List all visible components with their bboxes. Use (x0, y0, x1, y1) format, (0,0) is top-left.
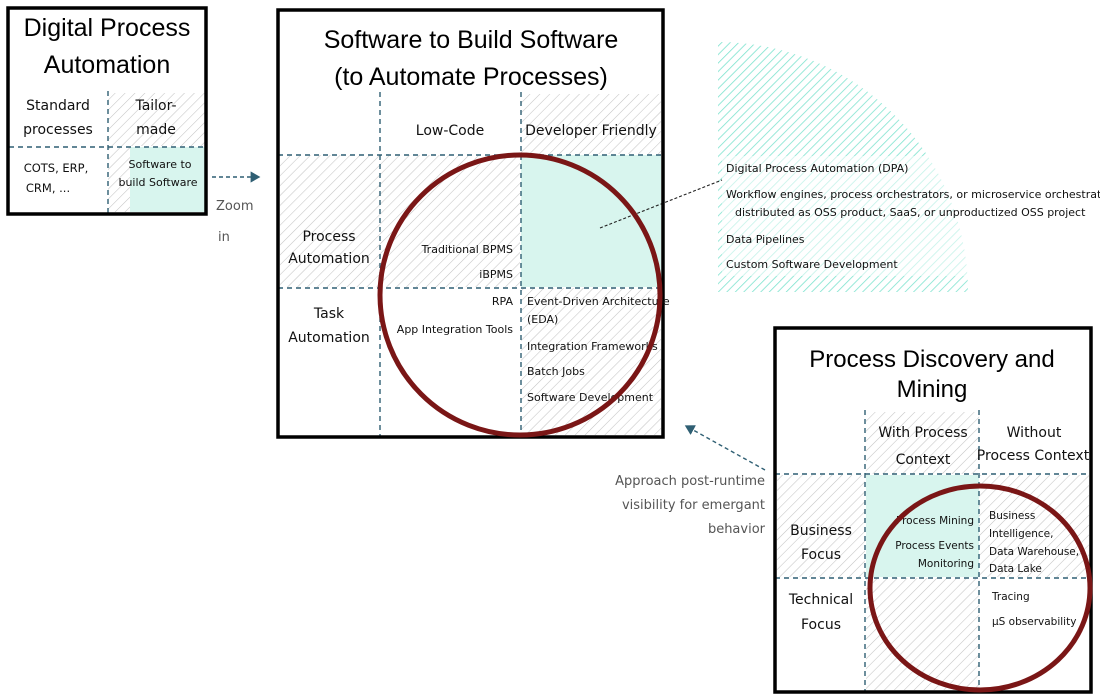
zoom-label-line1: Zoom (216, 199, 253, 214)
fan-item-dpa: Digital Process Automation (DPA) (726, 162, 908, 175)
col-developer-friendly: Developer Friendly (525, 123, 657, 139)
item-monitoring: Monitoring (918, 558, 974, 570)
col-without-context-line2: Process Context (977, 448, 1090, 464)
dpa-fan: Digital Process Automation (DPA) Workflo… (718, 42, 1100, 292)
approach-note-line3: behavior (708, 522, 766, 537)
row-process-line1: Process (302, 229, 355, 245)
fan-item-custom: Custom Software Development (726, 258, 898, 271)
row-business-line2: Focus (801, 547, 841, 563)
item-integration-frameworks: Integration Frameworks (527, 340, 658, 353)
item-process-mining: Process Mining (896, 515, 974, 527)
fan-item-workflow: Workflow engines, process orchestrators,… (726, 188, 1100, 201)
row-technical-line1: Technical (788, 592, 853, 608)
fan-item-pipelines: Data Pipelines (726, 233, 805, 246)
main-title-line2: (to Automate Processes) (334, 63, 608, 91)
without-business-hatch (979, 475, 1089, 577)
dpa-cell-hatch (108, 147, 130, 212)
item-eda: Event-Driven Architecture (527, 295, 670, 308)
dpa-box-frame (6, 6, 208, 216)
item-intelligence: Intelligence, (989, 528, 1053, 540)
dpa-title-line1: Digital Process (24, 14, 191, 42)
item-process-events: Process Events (895, 540, 974, 552)
approach-note-line2: visibility for emergant (622, 498, 765, 513)
item-traditional-bpms: Traditional BPMS (421, 243, 513, 256)
row-process-line2: Automation (288, 251, 370, 267)
mining-box: Process Discovery and Mining With Proces… (773, 326, 1093, 694)
dpa-cell-cots-line2: CRM, ... (26, 181, 70, 195)
dpa-col-standard-line2: processes (23, 122, 93, 138)
dpa-tailor-cell-fill (130, 147, 206, 212)
with-technical-hatch (866, 578, 979, 690)
dpa-col-tailor-line1: Tailor- (134, 98, 176, 114)
col-with-context-line2: Context (896, 452, 951, 468)
item-eda-abbrev: (EDA) (527, 313, 558, 326)
dpa-col-standard-line1: Standard (26, 98, 90, 114)
fan-connector-line (599, 179, 723, 229)
with-header-hatch (866, 412, 979, 474)
dpa-cell-software-line1: Software to (128, 158, 191, 171)
col-with-context-line1: With Process (878, 425, 967, 441)
row-business-line1: Business (790, 523, 852, 539)
item-batch-jobs: Batch Jobs (527, 365, 585, 378)
row-technical-line2: Focus (801, 617, 841, 633)
item-tracing: Tracing (991, 591, 1030, 603)
item-business: Business (989, 510, 1035, 522)
business-row-hatch (777, 475, 865, 577)
item-software-development: Software Development (527, 391, 654, 404)
mining-box-frame (773, 326, 1093, 694)
main-title-line1: Software to Build Software (324, 26, 619, 54)
dpa-tailor-header-hatch (108, 93, 205, 146)
dpa-cell-software-line2: build Software (118, 176, 197, 189)
row-task-line2: Automation (288, 330, 370, 346)
approach-arrow (684, 425, 766, 471)
dpa-box: Digital Process Automation Standard proc… (6, 6, 208, 216)
col-without-context-line1: Without (1007, 425, 1062, 441)
main-box-frame (276, 8, 665, 439)
dpa-cell-cots-line1: COTS, ERP, (24, 161, 89, 175)
approach-note-line1: Approach post-runtime (615, 474, 765, 489)
item-ibpms: iBPMS (479, 268, 513, 281)
row-task-line1: Task (313, 306, 345, 322)
item-data-warehouse: Data Warehouse, (989, 546, 1079, 558)
item-us-observability: µS observability (992, 616, 1076, 628)
fan-text-backdrop (722, 156, 1090, 276)
mining-title-line2: Mining (897, 376, 968, 403)
item-rpa: RPA (492, 295, 514, 308)
dev-header-hatch (521, 94, 661, 154)
item-data-lake: Data Lake (989, 563, 1042, 575)
with-business-cell-fill (866, 475, 979, 577)
mining-title-line1: Process Discovery and (809, 346, 1054, 373)
dpa-title-line2: Automation (44, 51, 170, 79)
zoom-label-line2: in (218, 230, 230, 245)
col-low-code: Low-Code (416, 123, 484, 139)
main-focus-circle (377, 152, 663, 438)
fan-item-distributed: distributed as OSS product, SaaS, or unp… (735, 206, 1086, 219)
item-app-integration: App Integration Tools (397, 323, 513, 336)
dpa-col-tailor-line2: made (136, 122, 176, 138)
main-box: Software to Build Software (to Automate … (276, 8, 723, 439)
mining-focus-circle (867, 483, 1093, 693)
dev-task-hatch (521, 288, 661, 435)
